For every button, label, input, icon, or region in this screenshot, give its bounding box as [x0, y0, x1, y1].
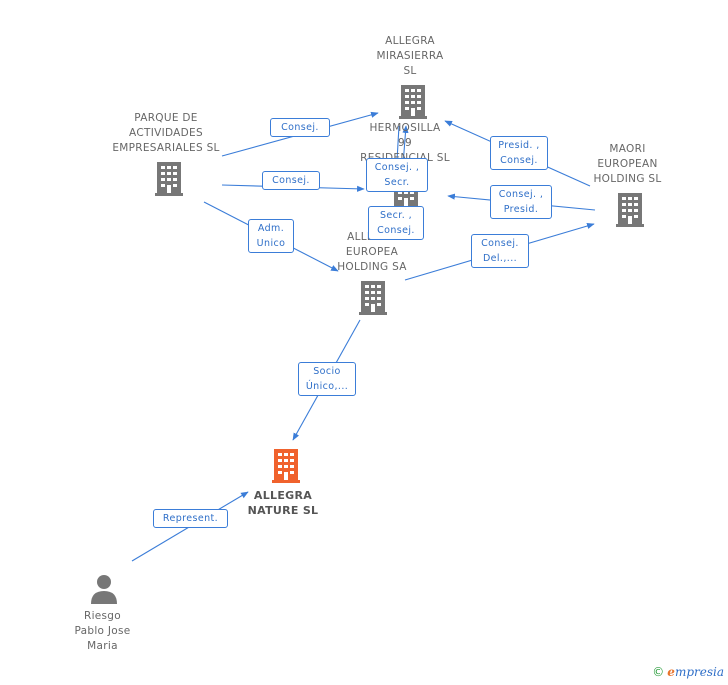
edge-label-socio-unico[interactable]: Socio Único,... — [298, 362, 356, 396]
building-icon[interactable] — [359, 281, 387, 315]
node-parque[interactable]: PARQUE DE ACTIVIDADES EMPRESARIALES SL — [112, 112, 220, 154]
brand-name: mpresia — [674, 665, 724, 679]
person-icon[interactable] — [91, 575, 117, 604]
edge-label-consej-presid[interactable]: Consej. , Presid. — [490, 185, 552, 219]
empresia-brand[interactable]: ©empresia — [652, 665, 724, 679]
node-allegra-mirasierra[interactable]: ALLEGRA MIRASIERRA SL — [376, 35, 444, 77]
node-maori[interactable]: MAORI EUROPEAN HOLDING SL — [593, 143, 662, 185]
edge-label-secr-consej[interactable]: Secr. , Consej. — [368, 206, 424, 240]
edge-label-consej[interactable]: Consej. — [270, 118, 330, 137]
building-icon[interactable] — [399, 85, 427, 119]
building-icon[interactable] — [155, 162, 183, 196]
copyright-symbol: © — [652, 665, 665, 679]
edge-label-adm-unico[interactable]: Adm. Unico — [248, 219, 294, 253]
edge-label-consej-del[interactable]: Consej. Del.,... — [471, 234, 529, 268]
edge-label-presid-consej[interactable]: Presid. , Consej. — [490, 136, 548, 170]
edge-label-consej-secr[interactable]: Consej. , Secr. — [366, 158, 428, 192]
node-riesgo[interactable]: Riesgo Pablo Jose Maria — [74, 610, 131, 652]
brand-logo-letter: e — [667, 665, 675, 679]
building-icon[interactable] — [616, 193, 644, 227]
focus-building-icon[interactable] — [272, 449, 300, 483]
edge-label-consej[interactable]: Consej. — [262, 171, 320, 190]
edge-label-represent[interactable]: Represent. — [153, 509, 228, 528]
node-allegra-nature[interactable]: ALLEGRA NATURE SL — [247, 489, 319, 517]
